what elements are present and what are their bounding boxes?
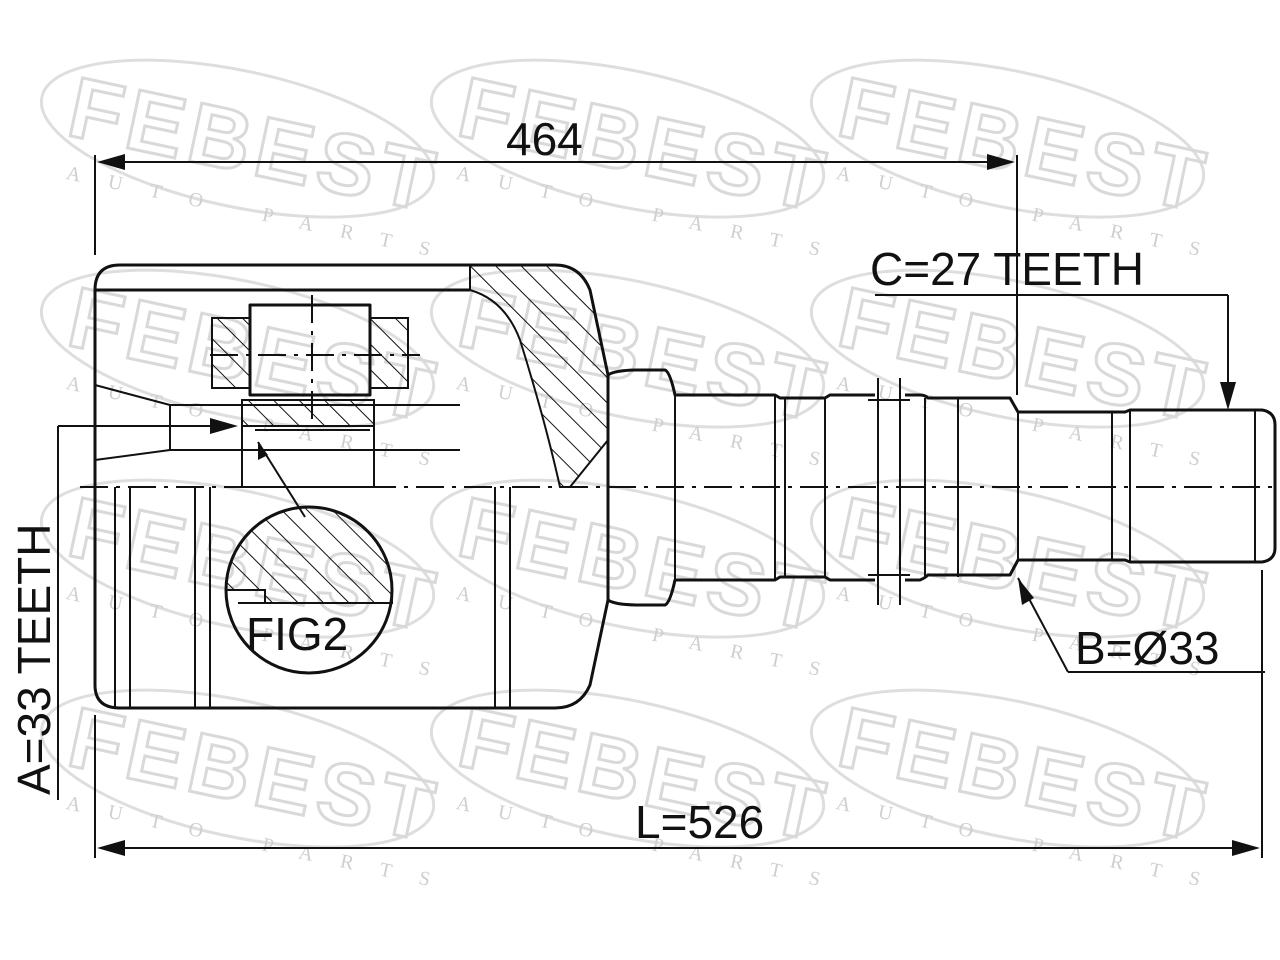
fig2-detail: FIG2 xyxy=(224,441,394,675)
febest-watermark xyxy=(23,29,1258,899)
dimension-464: 464 xyxy=(94,113,1018,395)
tripod-roller xyxy=(210,295,420,488)
diameter-b-label: B=Ø33 xyxy=(1075,622,1220,674)
dim-length-label: L=526 xyxy=(635,796,764,848)
spline-a-label: A=33 TEETH xyxy=(8,524,60,795)
dim-464-label: 464 xyxy=(506,113,583,165)
spline-c-callout: C=27 TEETH xyxy=(870,243,1236,410)
diameter-b-callout: B=Ø33 xyxy=(1017,577,1265,674)
spline-c-label: C=27 TEETH xyxy=(870,243,1144,295)
spline-a-callout: A=33 TEETH xyxy=(8,418,238,800)
drive-shaft xyxy=(607,368,1277,607)
dimension-length: L=526 xyxy=(94,570,1263,858)
fig2-label: FIG2 xyxy=(246,608,348,660)
